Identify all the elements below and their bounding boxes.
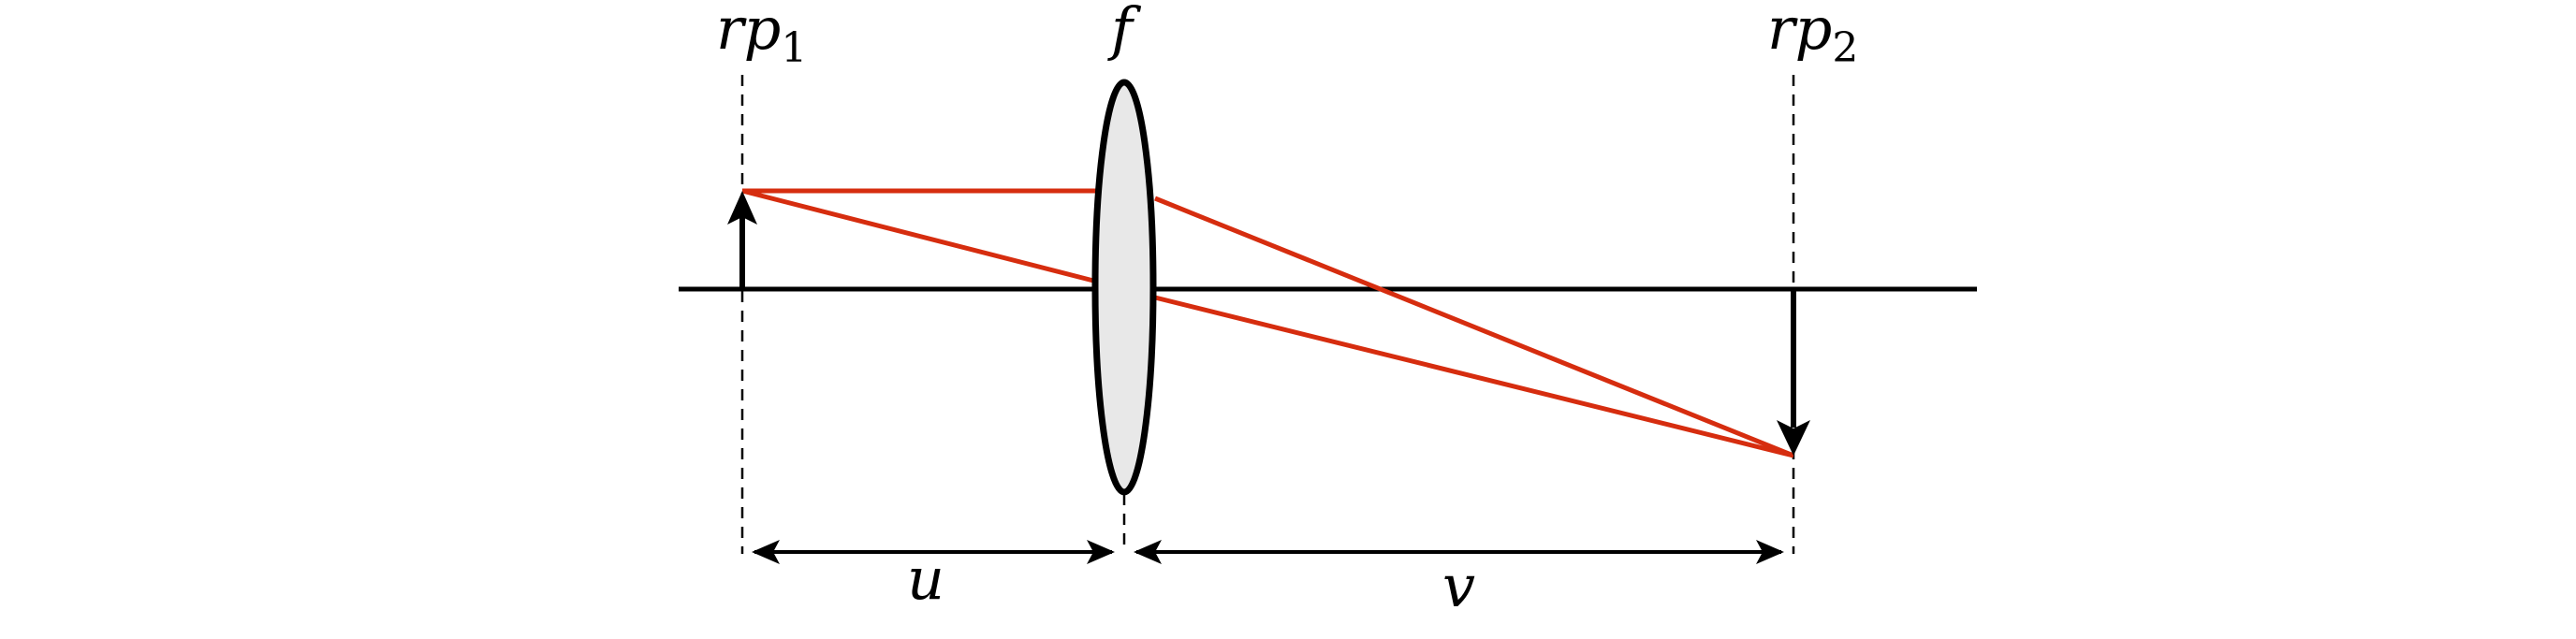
ray-chief-out	[1154, 295, 1794, 458]
distance-v-arrow	[1134, 540, 1784, 564]
plane1-label-subscript: 1	[781, 24, 807, 72]
plane2-label-subscript: 2	[1832, 24, 1858, 72]
distance-u-arrow	[752, 540, 1115, 564]
object-distance-label: u	[907, 545, 944, 613]
ray-chief-in	[741, 188, 1098, 284]
ray-parallel-out	[1154, 196, 1794, 458]
plane2-label-base: rp	[1767, 0, 1832, 63]
image-arrow	[1777, 289, 1810, 456]
plane1-label: rp1	[716, 0, 807, 72]
light-rays	[741, 188, 1794, 458]
lens	[1091, 79, 1157, 496]
focal-length-label: f	[1107, 0, 1142, 63]
image-distance-label: v	[1442, 552, 1475, 620]
plane1-label-base: rp	[716, 0, 781, 63]
plane2-label: rp2	[1767, 0, 1858, 72]
object-arrow	[727, 191, 757, 289]
